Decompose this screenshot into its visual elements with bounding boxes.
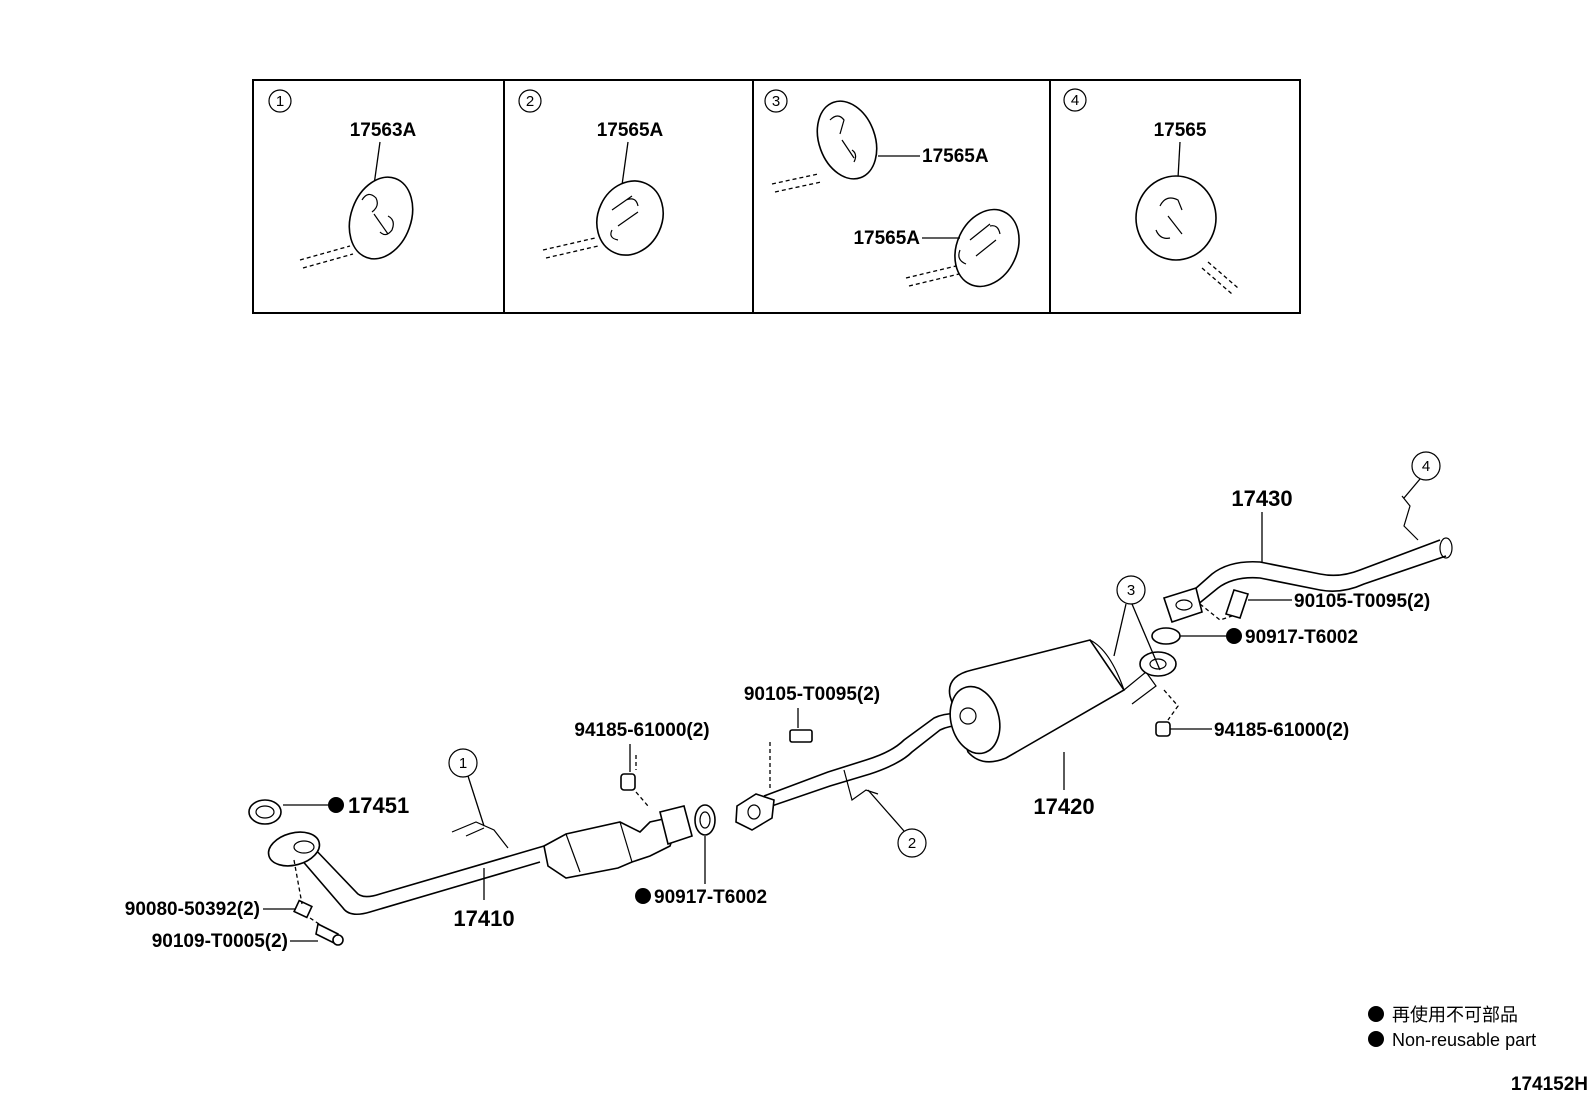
exhaust-hanger-17565a-upper: [816, 100, 878, 180]
part-label-90105-mid: 90105-T0095(2): [744, 684, 880, 705]
label-17410: 17410: [453, 868, 515, 931]
label-90105-rear: 90105-T0095(2): [1248, 591, 1430, 612]
tail-pipe-17430: [1162, 495, 1453, 624]
exhaust-hanger-17565a-front: [596, 180, 664, 256]
inset-3-upper-part-label: 17565A: [922, 146, 989, 167]
label-17451: 17451: [283, 793, 409, 818]
bolt-90080: [293, 899, 313, 919]
inset-3: 3 17565A 17565A: [764, 89, 1020, 288]
center-pipe: [735, 712, 971, 831]
part-label-90917-rear: 90917-T6002: [1245, 627, 1358, 648]
gasket-17451: [248, 799, 282, 825]
legend-jp-text: 再使用不可部品: [1392, 1005, 1518, 1025]
part-label-17410: 17410: [453, 906, 514, 931]
label-90080: 90080-50392(2): [125, 899, 296, 920]
inset-panel: [252, 79, 1301, 314]
bolt-90109: [315, 922, 344, 946]
bolt-90105-mid: [789, 729, 813, 743]
front-exhaust-pipe-17410: [267, 805, 693, 916]
label-90109: 90109-T0005(2): [152, 931, 318, 952]
nut-94185-rear: [1155, 721, 1171, 737]
part-label-90917-front: 90917-T6002: [654, 887, 767, 908]
part-label-17420: 17420: [1033, 794, 1094, 819]
callout-1-number: 1: [459, 755, 467, 772]
callout-3-number: 3: [1127, 582, 1135, 599]
part-label-94185-front: 94185-61000(2): [574, 720, 709, 741]
nut-94185-front: [620, 773, 636, 791]
gasket-front: [694, 804, 716, 836]
muffler-17420: [948, 639, 1177, 763]
callout-4-number: 4: [1422, 458, 1430, 475]
inset-4-part-label: 17565: [1154, 120, 1207, 141]
callout-2: 2: [867, 789, 927, 858]
part-label-90080: 90080-50392(2): [125, 899, 260, 920]
callout-4: 4: [1403, 451, 1441, 499]
label-94185-front: 94185-61000(2): [574, 720, 710, 772]
label-90105-mid: 90105-T0095(2): [744, 684, 880, 728]
inset-2: 2 17565A: [518, 89, 664, 259]
legend: 再使用不可部品 Non-reusable part: [1368, 1005, 1536, 1050]
exhaust-hanger-17565: [1135, 175, 1217, 261]
inset-4: 4 17565: [1063, 88, 1239, 295]
callout-1: 1: [448, 748, 485, 827]
inset-3-number: 3: [772, 93, 780, 110]
inset-3-lower-part-label: 17565A: [853, 228, 920, 249]
gasket-rear: [1151, 627, 1181, 645]
part-label-94185-rear: 94185-61000(2): [1214, 720, 1349, 741]
inset-1-part-label: 17563A: [350, 120, 417, 141]
label-17430: 17430: [1231, 486, 1293, 562]
part-label-90109: 90109-T0005(2): [152, 931, 288, 952]
label-90917-rear: 90917-T6002: [1180, 627, 1358, 648]
bolt-90105-rear: [1224, 589, 1250, 619]
part-label-90105-rear: 90105-T0095(2): [1294, 591, 1430, 612]
inset-1-number: 1: [276, 93, 284, 110]
diagram-id: 174152H: [1511, 1074, 1588, 1095]
inset-4-number: 4: [1071, 92, 1079, 109]
part-label-17451: 17451: [348, 793, 409, 818]
part-label-17430: 17430: [1231, 486, 1292, 511]
inset-1: 1 17563A: [268, 89, 417, 269]
callout-3: 3: [1113, 575, 1161, 671]
inset-2-number: 2: [526, 93, 534, 110]
label-17420: 17420: [1033, 752, 1095, 819]
legend-en-text: Non-reusable part: [1392, 1030, 1536, 1050]
exhaust-hanger-17565a-lower: [954, 208, 1020, 288]
exhaust-hanger-17563a: [348, 176, 414, 260]
label-94185-rear: 94185-61000(2): [1170, 720, 1349, 741]
label-90917-front: 90917-T6002: [635, 836, 767, 908]
inset-2-part-label: 17565A: [597, 120, 664, 141]
callout-2-number: 2: [908, 835, 916, 852]
